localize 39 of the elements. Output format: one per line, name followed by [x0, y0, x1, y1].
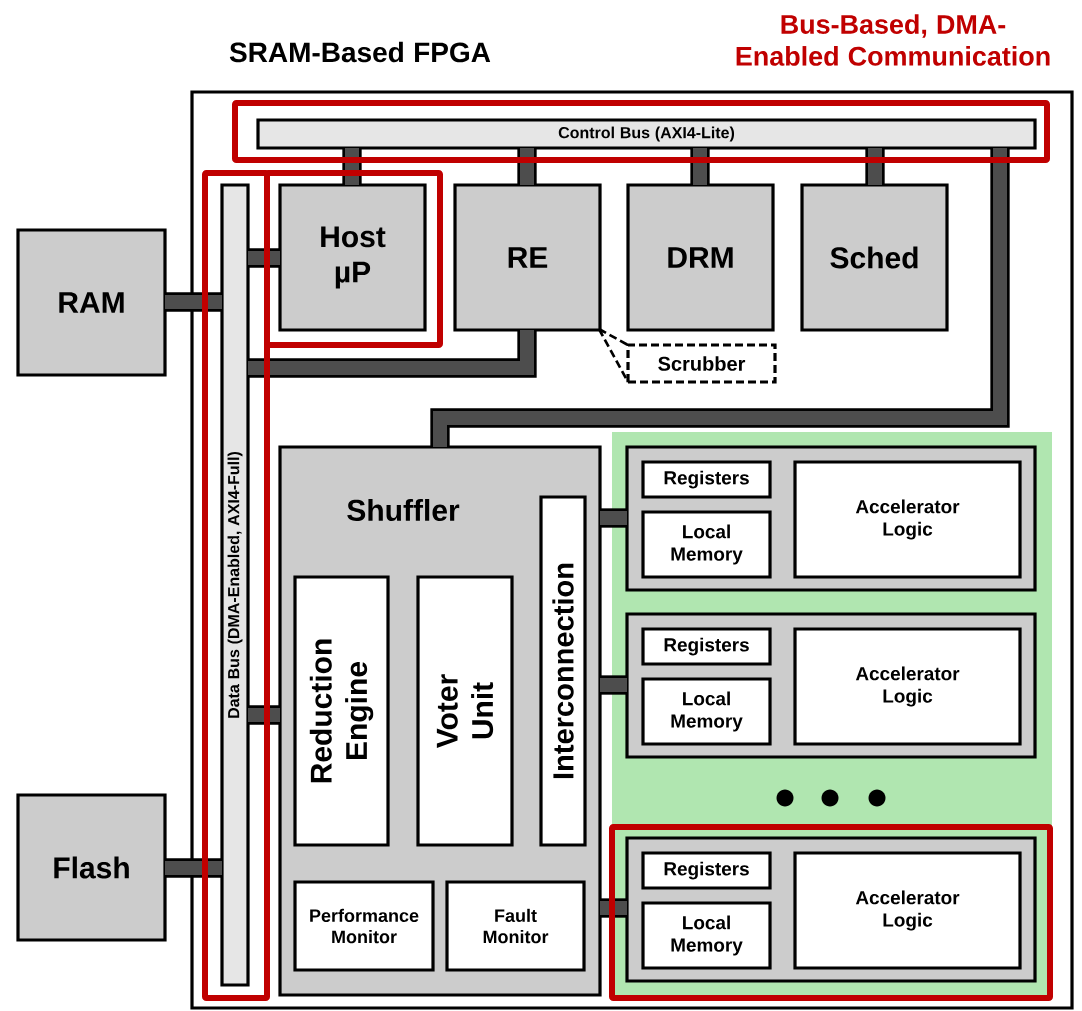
module-box: Accelerator Logic — [793, 627, 1022, 746]
bus-connector — [165, 292, 222, 312]
module-box: Sched — [800, 183, 949, 332]
bus-connector — [517, 148, 537, 185]
annotation-label: Bus-Based, DMA-Enabled Communication — [736, 14, 1050, 66]
module-box: Voter Unit — [416, 575, 514, 847]
module-box: Fault Monitor — [445, 880, 586, 972]
bus-connector — [430, 148, 1010, 447]
bus-connector — [248, 705, 280, 725]
module-box: Accelerator Logic — [793, 851, 1022, 970]
bus-connector — [248, 248, 280, 268]
bus-connector — [600, 675, 627, 695]
module-box: Scrubber — [626, 343, 777, 384]
bus-bar: Control Bus (AXI4-Lite) — [256, 118, 1037, 150]
module-box: Host µP — [278, 183, 427, 332]
bus-connector — [600, 508, 627, 528]
module-box: Interconnection — [539, 495, 587, 847]
module-box: Local Memory — [641, 901, 772, 970]
module-box: Registers — [641, 460, 772, 499]
bus-connector — [165, 858, 222, 878]
module-box: Local Memory — [641, 510, 772, 579]
memory-box: RAM — [16, 228, 167, 377]
module-box: RE — [453, 183, 602, 332]
module-box: Local Memory — [641, 677, 772, 746]
dashed-connector — [597, 327, 630, 384]
module-box: Registers — [641, 627, 772, 666]
bus-connector — [690, 148, 710, 185]
bus-connector — [248, 330, 537, 378]
bus-connector — [600, 898, 627, 918]
bus-connector — [342, 148, 362, 185]
module-box: Registers — [641, 851, 772, 890]
bus-bar: Data Bus (DMA-Enabled, AXI4-Full) — [220, 183, 250, 987]
module-box: Performance Monitor — [293, 880, 435, 972]
module-box: DRM — [626, 183, 775, 332]
bus-connector — [865, 148, 885, 185]
memory-box: Flash — [16, 793, 167, 942]
node-label: SRAM-Based FPGA — [229, 41, 491, 63]
module-box: Reduction Engine — [293, 575, 390, 847]
module-box: Accelerator Logic — [793, 460, 1022, 579]
